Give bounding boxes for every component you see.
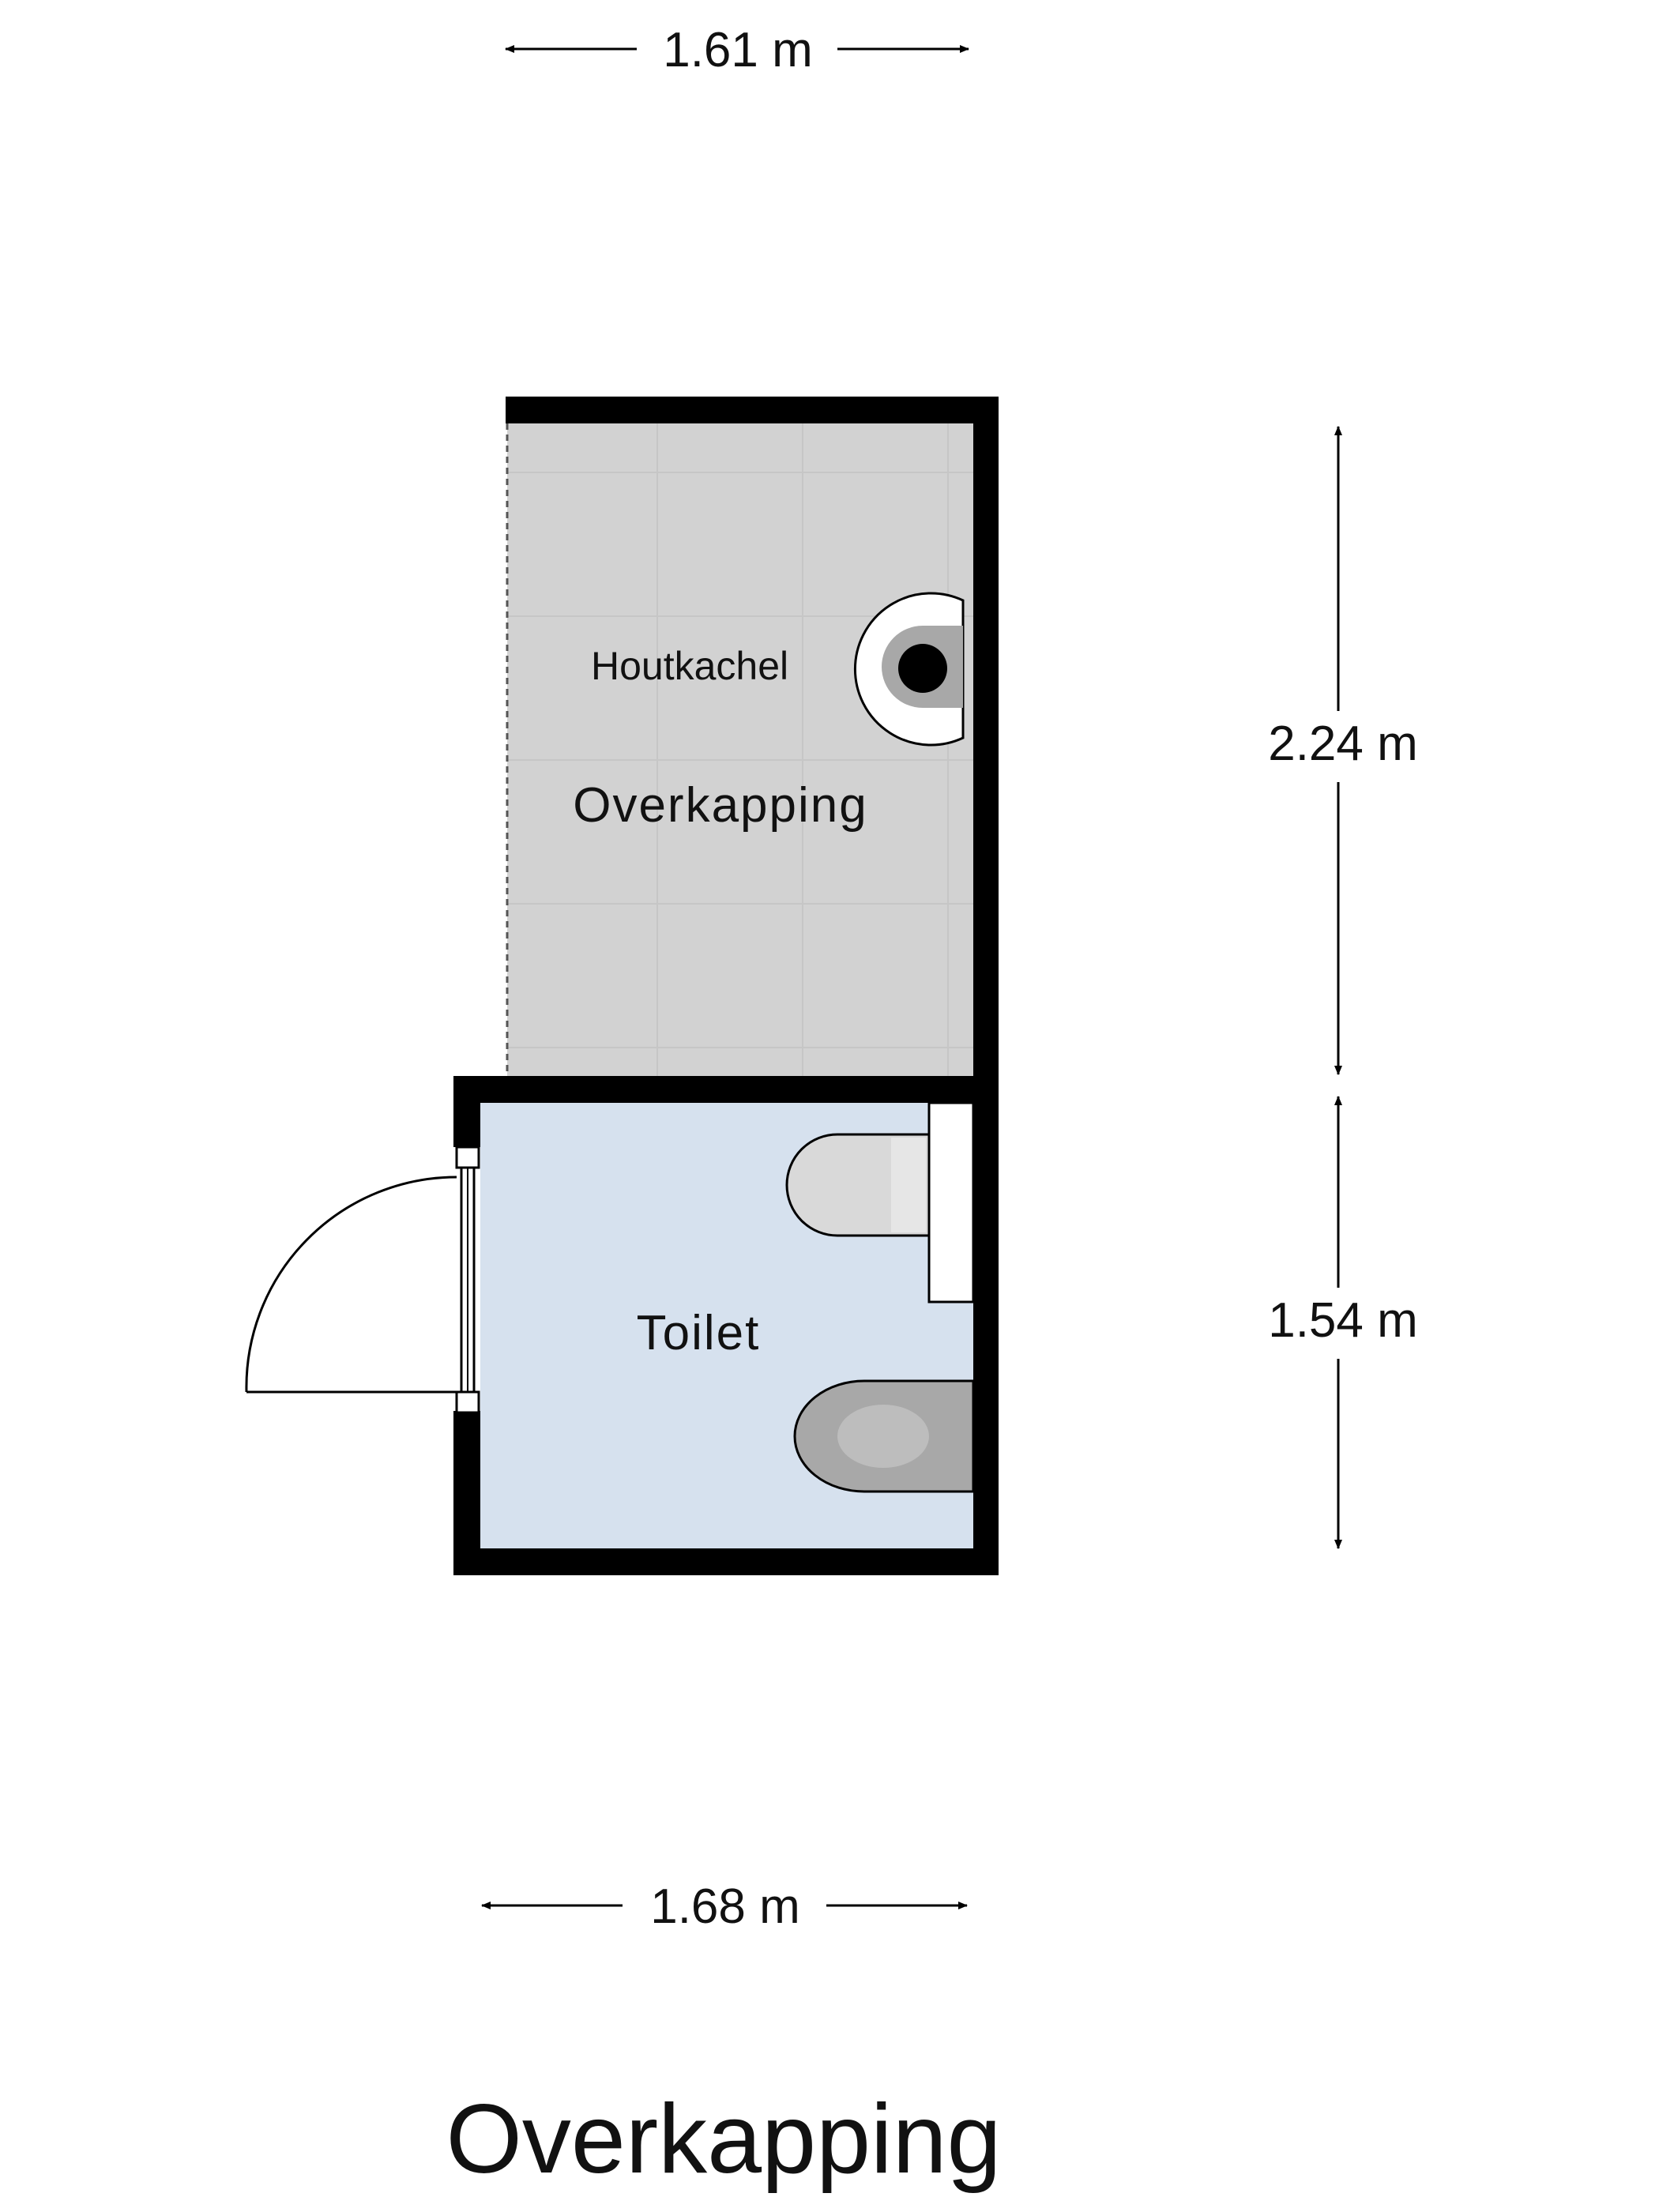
toilet-bowl-icon (793, 1379, 975, 1493)
floor-tiles (507, 423, 973, 1082)
dimension-lower-height-label: 1.54 m (1268, 1293, 1418, 1348)
cistern-icon (927, 1101, 975, 1304)
door-frame-bottom (455, 1390, 480, 1414)
wall-right (973, 397, 999, 1575)
dimension-top-width-label: 1.61 m (663, 23, 813, 77)
wall-left-upper (453, 1076, 480, 1147)
dimension-bottom-width-label: 1.68 m (650, 1879, 800, 1934)
dimension-bottom-width: 1.68 m (481, 1879, 968, 1934)
wall-bottom (453, 1548, 999, 1575)
wall-top (506, 397, 999, 423)
wall-middle (453, 1076, 999, 1103)
toilet-room-label: Toilet (637, 1306, 761, 1360)
washbasin-icon (785, 1133, 931, 1237)
dimension-lower-height: 1.54 m (1268, 1096, 1418, 1549)
dimension-upper-height-label: 2.24 m (1268, 717, 1418, 771)
dimension-upper-height: 2.24 m (1268, 426, 1418, 1075)
walls (453, 397, 999, 1575)
entrance-door (245, 1146, 480, 1414)
overkapping-floor (507, 423, 973, 1082)
wall-left-lower (453, 1411, 480, 1575)
door-swing-arc (245, 1176, 457, 1393)
dimension-top-width: 1.61 m (505, 23, 969, 77)
plan-title: Overkapping (446, 2085, 1001, 2194)
door-frame-top (455, 1146, 480, 1169)
overkapping-room (506, 423, 973, 1082)
wood-stove-icon (853, 592, 965, 747)
stove-label: Houtkachel (591, 644, 788, 688)
overkapping-room-label: Overkapping (573, 778, 868, 833)
